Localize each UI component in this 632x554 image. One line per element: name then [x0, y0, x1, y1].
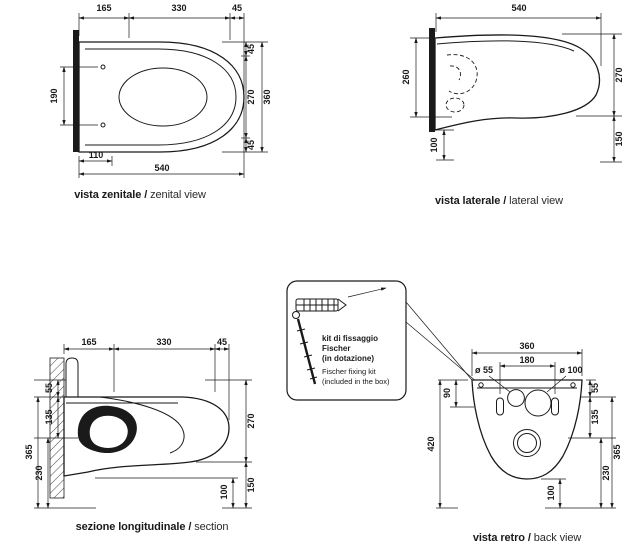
fixing-kit-detail: [286, 280, 407, 401]
drain-hole: [524, 389, 552, 417]
seat-line: [436, 40, 575, 52]
fixing-slot-left: [496, 397, 504, 416]
zenital-dim-330: 330: [171, 3, 186, 13]
trap-channel: [89, 415, 128, 448]
kit-note-line-2: (included in the box): [322, 376, 390, 386]
water-inlet-hole: [507, 389, 525, 407]
outlet-circle: [513, 429, 541, 457]
wall-bar: [429, 28, 435, 132]
hinge-hole-left: [100, 64, 106, 70]
back-dim-365: 365: [612, 444, 622, 459]
back-dim-420: 420: [426, 436, 436, 451]
back-dim-180: 180: [519, 355, 534, 365]
insertion-arrow: [347, 287, 387, 298]
lateral-dim-270: 270: [614, 67, 624, 82]
lateral-dim-540: 540: [511, 3, 526, 13]
kit-title-line-1: kit di fissaggio: [322, 334, 379, 343]
section-dim-150: 150: [246, 477, 256, 492]
fixing-kit-text: kit di fissaggio Fischer (in dotazione) …: [322, 334, 404, 386]
zenital-dim-45-right-bottom: 45: [246, 140, 256, 150]
caption-zenital-sep: /: [141, 189, 151, 201]
caption-zenital-it: vista zenitale: [74, 189, 142, 201]
toilet-top-inner-line: [85, 48, 237, 146]
kit-title-line-2: Fischer: [322, 344, 351, 353]
hinge-hole-right: [100, 122, 106, 128]
back-dim-55: 55: [590, 383, 600, 393]
section-view-drawing: [49, 357, 230, 499]
zenital-view-drawing: [73, 30, 245, 153]
caption-back: vista retro / back view: [427, 532, 627, 544]
zenital-dim-270: 270: [246, 89, 256, 104]
back-dim-230: 230: [601, 465, 611, 480]
toilet-top-outline: [78, 41, 245, 153]
caption-zenital: vista zenitale / zenital view: [40, 189, 240, 201]
zenital-dim-540: 540: [154, 163, 169, 173]
caption-zenital-en: zenital view: [150, 189, 206, 201]
section-dim-135: 135: [44, 409, 54, 424]
back-dim-dia100: ø 100: [559, 365, 582, 375]
corner-hole-left: [478, 382, 484, 388]
section-dim-365: 365: [24, 444, 34, 459]
lateral-dim-150: 150: [614, 131, 624, 146]
caption-section-it: sezione longitudinale: [75, 521, 186, 533]
section-dim-100: 100: [219, 484, 229, 499]
kit-note-line-1: Fischer fixing kit: [322, 367, 376, 376]
bowl-interior-line: [99, 396, 185, 454]
back-dimensions: 360 180 ø 55 ø 100 90 420 55 135 230 365…: [426, 341, 622, 509]
caption-lateral: vista laterale / lateral view: [399, 195, 599, 207]
back-view-drawing: [405, 301, 583, 480]
lateral-dim-100: 100: [429, 137, 439, 152]
caption-section-sep: /: [185, 521, 195, 533]
caption-section: sezione longitudinale / section: [52, 521, 252, 533]
back-dim-dia55: ø 55: [475, 365, 493, 375]
kit-title-line-3: (in dotazione): [322, 354, 374, 363]
section-dim-45: 45: [217, 337, 227, 347]
outlet-circle-inner: [517, 433, 537, 453]
zenital-dim-190: 190: [49, 88, 59, 103]
zenital-dim-110: 110: [89, 150, 104, 160]
section-dim-270: 270: [246, 413, 256, 428]
kit-leader-line-1: [405, 301, 473, 381]
zenital-dim-360: 360: [262, 89, 272, 104]
section-dimensions: 165 330 45 55 135 230 365 270 150 100: [24, 337, 256, 509]
corner-hole-right: [570, 382, 576, 388]
lateral-dim-260: 260: [401, 69, 411, 84]
wall-hatch: [49, 357, 65, 499]
lateral-view-drawing: [429, 28, 601, 132]
back-dim-360: 360: [519, 341, 534, 351]
back-dim-135: 135: [590, 409, 600, 424]
trap-hidden-line-inner: [449, 65, 461, 81]
inlet-pipe: [65, 357, 79, 398]
section-dim-165: 165: [81, 337, 96, 347]
wall-plug-tip: [337, 298, 347, 312]
caption-lateral-sep: /: [500, 195, 510, 207]
lateral-dimensions: 540 260 270 150 100: [401, 3, 624, 163]
zenital-dim-45-top: 45: [232, 3, 242, 13]
caption-back-en: back view: [533, 532, 582, 544]
trap-hidden-line: [446, 54, 478, 95]
section-dim-55: 55: [44, 383, 54, 393]
zenital-dimensions: 165 330 45 190 45 270 45 360 110 540: [49, 3, 272, 178]
screw-head: [292, 311, 300, 319]
zenital-dim-165: 165: [96, 3, 111, 13]
back-dim-90: 90: [442, 388, 452, 398]
caption-back-it: vista retro: [472, 532, 525, 544]
caption-section-en: section: [194, 521, 229, 533]
section-dim-330: 330: [156, 337, 171, 347]
bowl-opening: [118, 67, 208, 127]
fixing-slot-right: [551, 397, 559, 416]
toilet-side-outline: [434, 34, 601, 131]
caption-back-sep: /: [524, 532, 534, 544]
outlet-hidden-line: [445, 97, 465, 113]
section-dim-230: 230: [34, 465, 44, 480]
back-dim-100: 100: [546, 485, 556, 500]
wall-bar: [73, 30, 79, 152]
caption-lateral-it: vista laterale: [435, 195, 501, 207]
caption-lateral-en: lateral view: [509, 195, 563, 207]
zenital-dim-45-right-top: 45: [246, 44, 256, 54]
